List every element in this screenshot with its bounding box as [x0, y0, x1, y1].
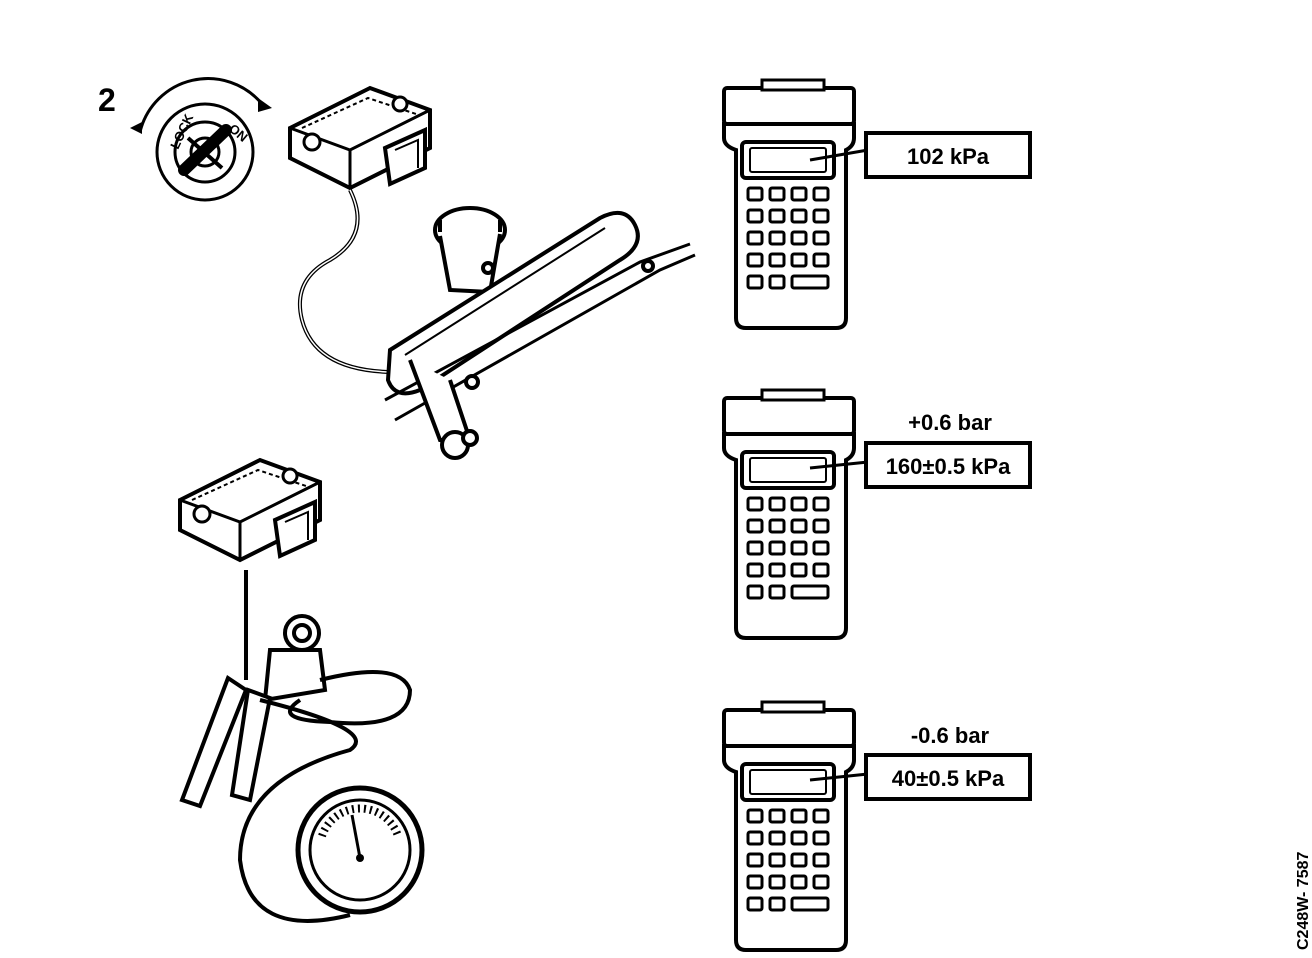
tester-device-2 — [722, 388, 856, 640]
reading-value-3: 40±0.5 kPa — [892, 766, 1005, 791]
map-sensor-lower-icon — [178, 458, 322, 562]
reading-bar-2: +0.6 bar — [908, 410, 992, 435]
ignition-switch-icon — [130, 77, 272, 202]
tester-device-3 — [722, 700, 856, 952]
figure-code: C248W- 7587 — [1295, 851, 1312, 950]
tester-device-1 — [722, 78, 856, 330]
step-number: 2 — [98, 82, 116, 118]
reading-box-2 — [864, 441, 1032, 489]
gauge-hose — [237, 670, 413, 923]
hand-pump-icon — [179, 614, 328, 809]
reading-value-2: 160±0.5 kPa — [886, 454, 1011, 479]
map-sensor-upper-icon — [288, 86, 432, 190]
reading-box-3 — [864, 753, 1032, 801]
reading-bar-3: -0.6 bar — [911, 723, 990, 748]
intake-manifold-icon — [384, 206, 696, 460]
reading-value-1: 102 kPa — [907, 144, 990, 169]
pressure-gauge-icon — [295, 785, 425, 915]
reading-box-1 — [864, 131, 1032, 179]
